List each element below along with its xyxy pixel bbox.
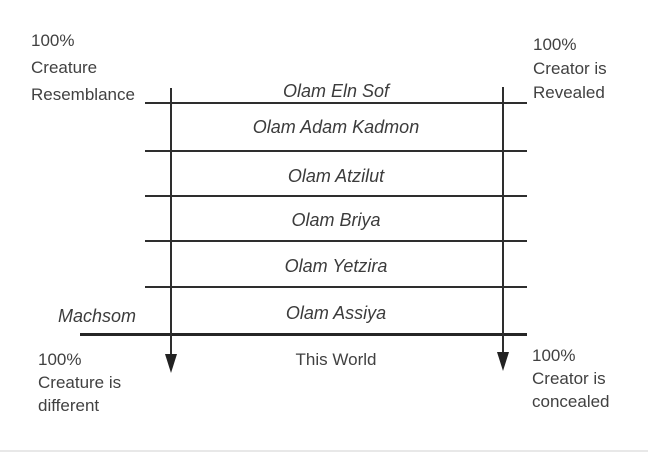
top-right-annotation: 100% Creator is Revealed xyxy=(533,33,607,105)
world-divider-line xyxy=(145,150,527,152)
annotation-line: 100% xyxy=(38,350,82,369)
world-divider-line xyxy=(145,195,527,197)
world-label-assiya: Olam Assiya xyxy=(285,303,387,323)
annotation-line: Creator is xyxy=(533,59,607,78)
top-left-annotation: 100% Creature Resemblance xyxy=(31,27,135,108)
annotation-line: 100% xyxy=(31,31,75,50)
world-divider-line xyxy=(145,240,527,242)
annotation-line: Resemblance xyxy=(31,85,135,104)
world-divider-line xyxy=(145,286,527,288)
annotation-line: different xyxy=(38,396,100,415)
world-label-adam-kadmon: Olam Adam Kadmon xyxy=(252,117,420,137)
annotation-line: 100% xyxy=(532,346,576,365)
machsom-barrier-line xyxy=(80,333,527,336)
arrow-down-icon xyxy=(496,352,509,371)
world-label-ein-sof: Olam Eln Sof xyxy=(282,81,390,101)
annotation-line: Creator is xyxy=(532,369,606,388)
annotation-line: Creature xyxy=(31,58,98,77)
annotation-line: Creature is xyxy=(38,373,122,392)
page-bottom-divider xyxy=(0,450,648,452)
machsom-label: Machsom xyxy=(57,306,136,326)
bottom-right-annotation: 100% Creator is concealed xyxy=(532,344,610,413)
annotation-line: 100% xyxy=(533,35,577,54)
arrow-down-icon xyxy=(164,354,177,373)
annotation-line: Revealed xyxy=(533,83,605,102)
bottom-left-annotation: 100% Creature is different xyxy=(38,348,121,417)
this-world-label: This World xyxy=(295,350,377,369)
world-label-briya: Olam Briya xyxy=(291,210,381,230)
annotation-line: concealed xyxy=(532,392,610,411)
left-descent-line xyxy=(170,88,172,358)
world-label-atzilut: Olam Atzilut xyxy=(287,166,385,186)
world-divider-line xyxy=(145,102,527,104)
world-label-yetzira: Olam Yetzira xyxy=(284,256,388,276)
right-descent-line xyxy=(502,87,504,355)
